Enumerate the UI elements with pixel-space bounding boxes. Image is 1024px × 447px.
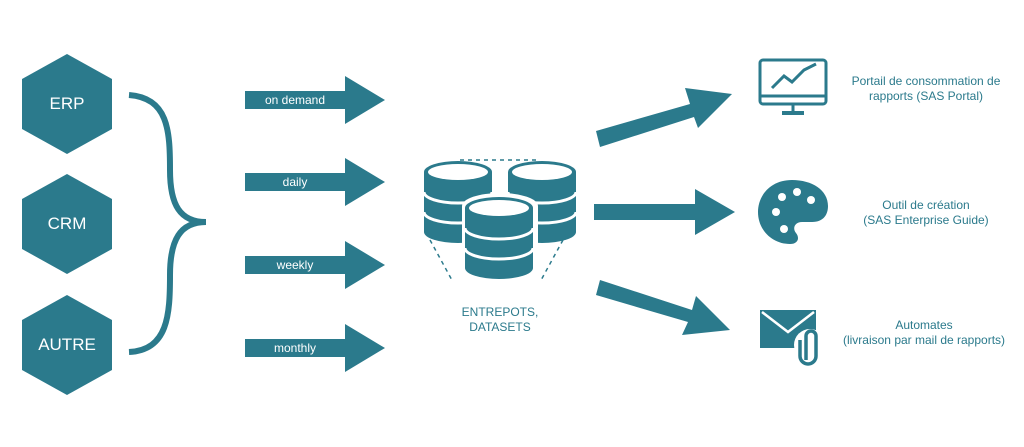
mail-attachment-icon <box>760 310 826 366</box>
palette-icon <box>758 180 828 244</box>
database-cylinders-icon <box>422 159 578 283</box>
output-guide-line2: (SAS Enterprise Guide) <box>863 213 989 227</box>
output-automates-line1: Automates <box>895 318 953 332</box>
arrow-monthly <box>245 324 385 372</box>
source-hexagon-crm <box>22 174 112 274</box>
frequency-label-on-demand: on demand <box>264 93 326 107</box>
source-label-autre: AUTRE <box>38 335 96 354</box>
source-hexagon-autre <box>22 295 112 395</box>
output-guide-line1: Outil de création <box>882 198 970 212</box>
source-hexagon-erp <box>22 54 112 154</box>
arrow-weekly <box>245 241 385 289</box>
arrow-to-guide <box>594 189 735 235</box>
arrow-daily <box>245 158 385 206</box>
output-portal-line2: rapports (SAS Portal) <box>868 89 984 103</box>
storage-label-line2: DATASETS <box>469 320 531 334</box>
frequency-label-daily: daily <box>282 175 308 189</box>
frequency-label-weekly: weekly <box>276 258 314 272</box>
arrow-on-demand <box>245 76 385 124</box>
output-portal-line1: Portail de consommation de <box>851 74 1001 88</box>
storage-label-line1: ENTREPOTS, <box>461 305 539 319</box>
output-label-automates: Automates (livraison par mail de rapport… <box>826 318 1022 348</box>
source-label-crm: CRM <box>47 214 87 233</box>
output-label-portal: Portail de consommation de rapports (SAS… <box>836 74 1016 104</box>
curly-brace <box>128 92 207 355</box>
arrow-to-automates <box>596 280 730 335</box>
frequency-label-monthly: monthly <box>273 341 317 355</box>
monitor-chart-icon <box>758 58 828 115</box>
storage-label: ENTREPOTS, DATASETS <box>440 305 560 335</box>
arrow-to-portal <box>596 88 732 147</box>
source-label-erp: ERP <box>49 94 85 113</box>
output-automates-line2: (livraison par mail de rapports) <box>842 333 1006 347</box>
output-label-guide: Outil de création (SAS Enterprise Guide) <box>836 198 1016 228</box>
